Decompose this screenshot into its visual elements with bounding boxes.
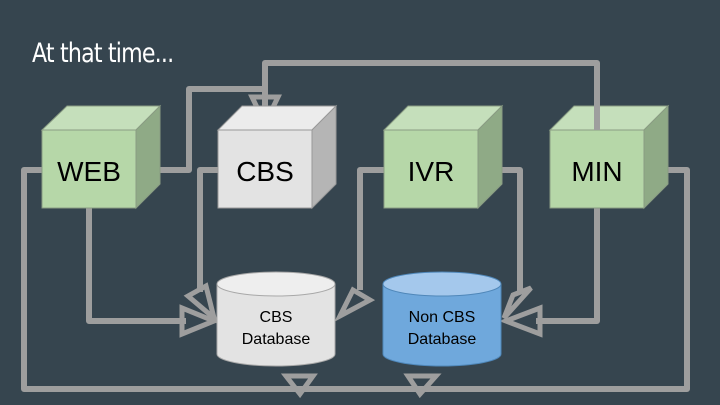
node-ivr-label: IVR [408, 156, 455, 187]
database-cbs-line2: Database [242, 331, 311, 348]
database-cbs-line1: CBS [260, 309, 293, 326]
node-min-label: MIN [571, 156, 622, 187]
database-noncbs[interactable]: Non CBS Database [382, 271, 502, 367]
arrowhead-bus-cbs-db [280, 373, 318, 399]
arrowhead-ivr-noncbs-db [501, 285, 533, 320]
node-cbs[interactable]: CBS [216, 104, 338, 210]
node-min[interactable]: MIN [548, 104, 670, 210]
connectors [21, 60, 690, 399]
arrowhead-bus-noncbs-db [403, 373, 442, 399]
arrowhead-cbs-cbs-db [183, 282, 219, 325]
node-web[interactable]: WEB [40, 104, 162, 210]
connector-web-to-cbs-db [86, 208, 186, 324]
database-noncbs-line1: Non CBS [409, 309, 476, 326]
arrowhead-ivr-cbs-db [334, 286, 376, 322]
arrowhead-min-noncbs-db [498, 304, 543, 338]
connector-min-to-noncbs-db [536, 208, 600, 324]
connector-bottom-bus [21, 167, 690, 392]
database-cbs[interactable]: CBS Database [216, 271, 336, 367]
node-web-label: WEB [57, 156, 121, 187]
slide-title: At that time... [32, 38, 174, 69]
connector-cbs-to-cbs-db [197, 167, 218, 292]
node-cbs-label: CBS [236, 156, 294, 187]
arrowhead-web-cbs-db [179, 304, 221, 338]
connector-ivr-to-cbs-db [357, 167, 384, 290]
node-ivr[interactable]: IVR [382, 104, 504, 210]
database-noncbs-line2: Database [408, 331, 477, 348]
